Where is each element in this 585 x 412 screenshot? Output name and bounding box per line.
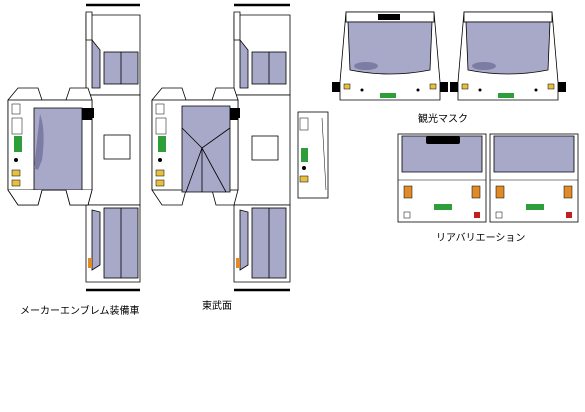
caption-rear-variation: リアバリエーション [436, 233, 526, 244]
bus-net-tobu [151, 3, 291, 292]
tobu-windshield [181, 105, 231, 193]
bus-net-maker-emblem [7, 3, 141, 292]
sightseeing-mask-1 [332, 11, 448, 101]
caption-sightseeing-mask: 観光マスク [418, 114, 468, 125]
caption-tobu-front: 東武面 [202, 301, 232, 312]
rear-variation-1 [397, 133, 487, 223]
rear-variation-2 [489, 133, 579, 223]
sightseeing-mask-2 [450, 11, 566, 101]
caption-maker-emblem: メーカーエンブレム装備車 [20, 306, 140, 317]
side-strip-part [297, 111, 329, 199]
